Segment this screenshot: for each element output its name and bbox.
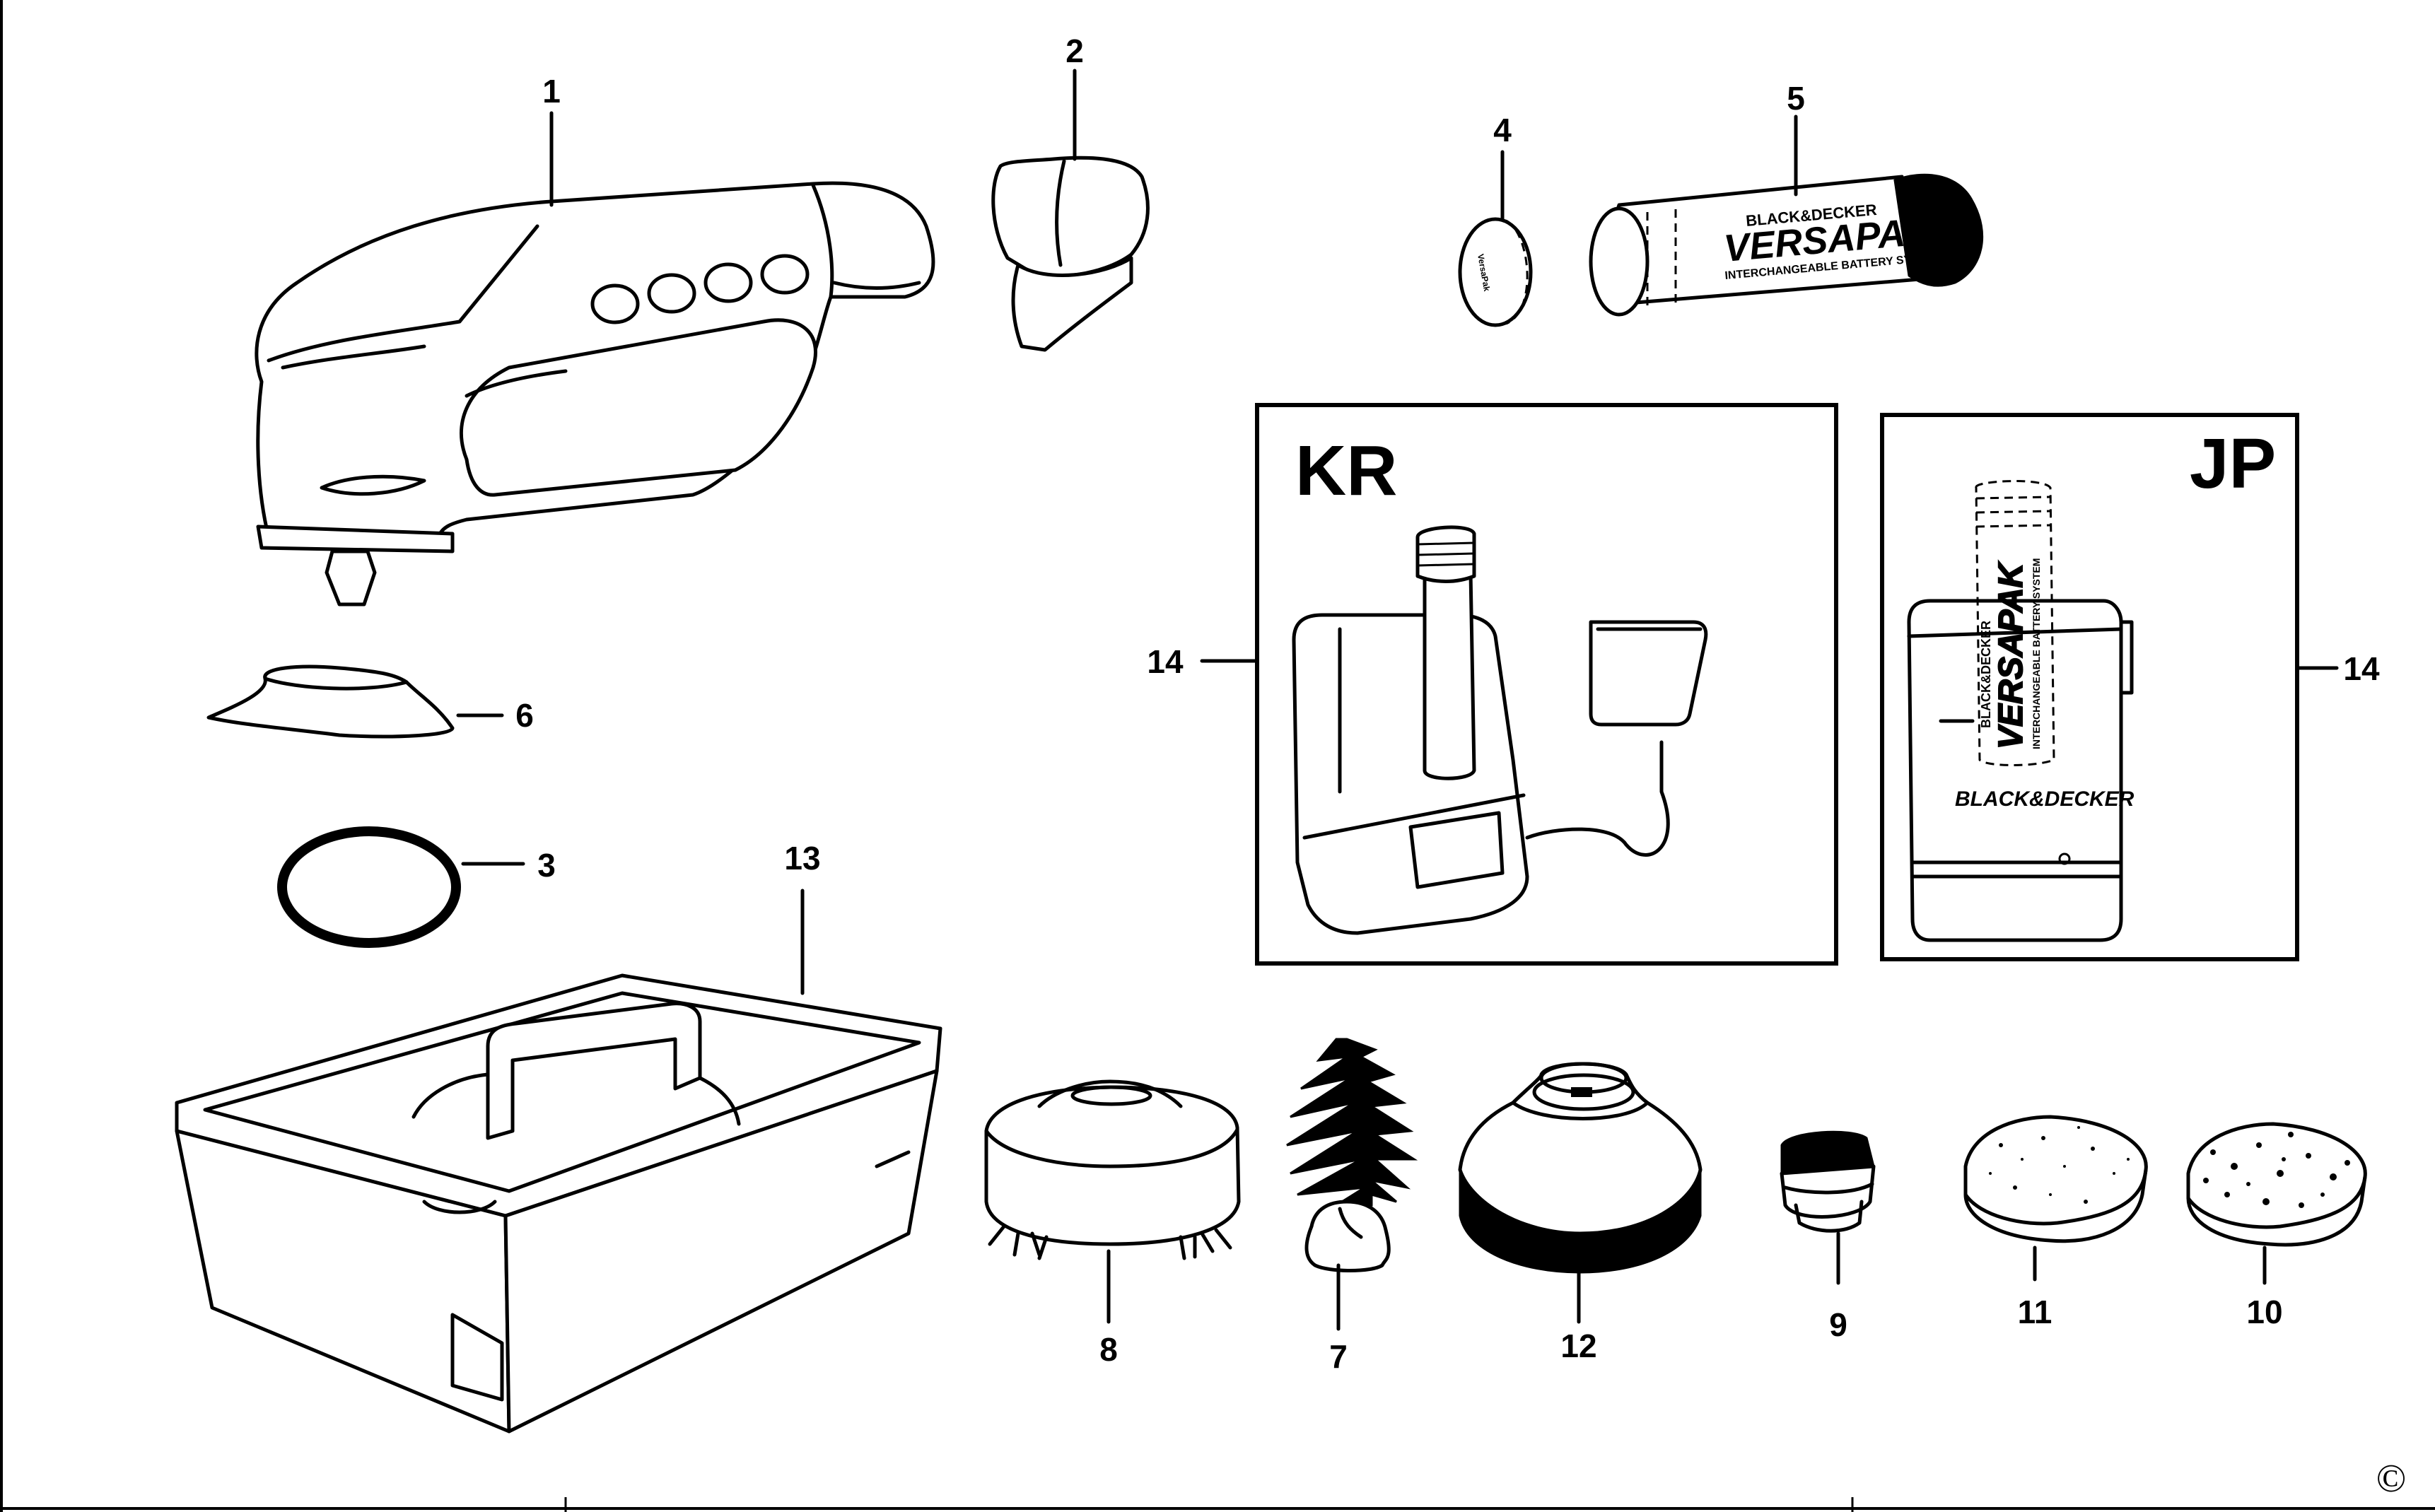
part-number-1: 1 [542,73,561,110]
part-number-3: 3 [537,847,556,884]
part-number-12: 12 [1560,1328,1596,1364]
part-1-scrubber-body [255,181,935,606]
kr-region-label: KR [1295,431,1397,510]
part-10-sponge-pad [2186,1122,2367,1247]
part-12-cup-brush [1458,1062,1703,1274]
part-number-13: 13 [784,840,820,877]
jp-charger-brand-text: BLACK&DECKER [1955,787,2135,811]
part-14-jp-charger: BLACK&DECKER VERSAPAK INTERCHANGEABLE BA… [1907,480,2135,942]
copyright-mark: © [2376,1457,2407,1501]
part-number-6: 6 [515,697,534,734]
part-14-kr-charger [1292,525,1708,935]
jp-battery-tagline-text: INTERCHANGEABLE BATTERY SYSTEM [2031,558,2042,749]
jp-charger-box [1880,413,2299,961]
part-number-14-kr: 14 [1147,643,1184,680]
kr-charger-box [1255,403,1838,966]
part-number-10: 10 [2246,1294,2282,1330]
part-number-9: 9 [1829,1306,1847,1343]
jp-charger-label: BLACK&DECKER VERSAPAK INTERCHANGEABLE BA… [1955,558,2135,811]
part-number-11: 11 [2018,1294,2052,1330]
part-4-battery-cap: VersaPak [1458,217,1533,327]
part-number-2: 2 [1065,33,1084,69]
jp-region-label: JP [2190,424,2276,503]
part-number-7: 7 [1329,1338,1348,1375]
part-3-o-ring [277,826,461,948]
part-6-pad [206,664,455,739]
jp-battery-brand-text: BLACK&DECKER [1979,621,1993,728]
part-number-8: 8 [1099,1331,1118,1368]
part-7-bottle-brush [1286,1038,1418,1272]
part-2-cap [991,156,1150,352]
part-number-4: 4 [1493,112,1512,148]
part-11-sponge [1963,1115,2148,1243]
part-13-carry-tray [175,973,942,1434]
part-8-bristle-brush [984,1079,1241,1260]
part-number-14-jp: 14 [2343,650,2380,687]
part-9-detail-brush [1780,1130,1876,1233]
part-5-battery: BLACK&DECKER VERSAPAK INTERCHANGEABLE BA… [1589,173,1984,317]
jp-battery-product-text: VERSAPAK [1992,561,2030,749]
part-number-5: 5 [1787,80,1805,117]
